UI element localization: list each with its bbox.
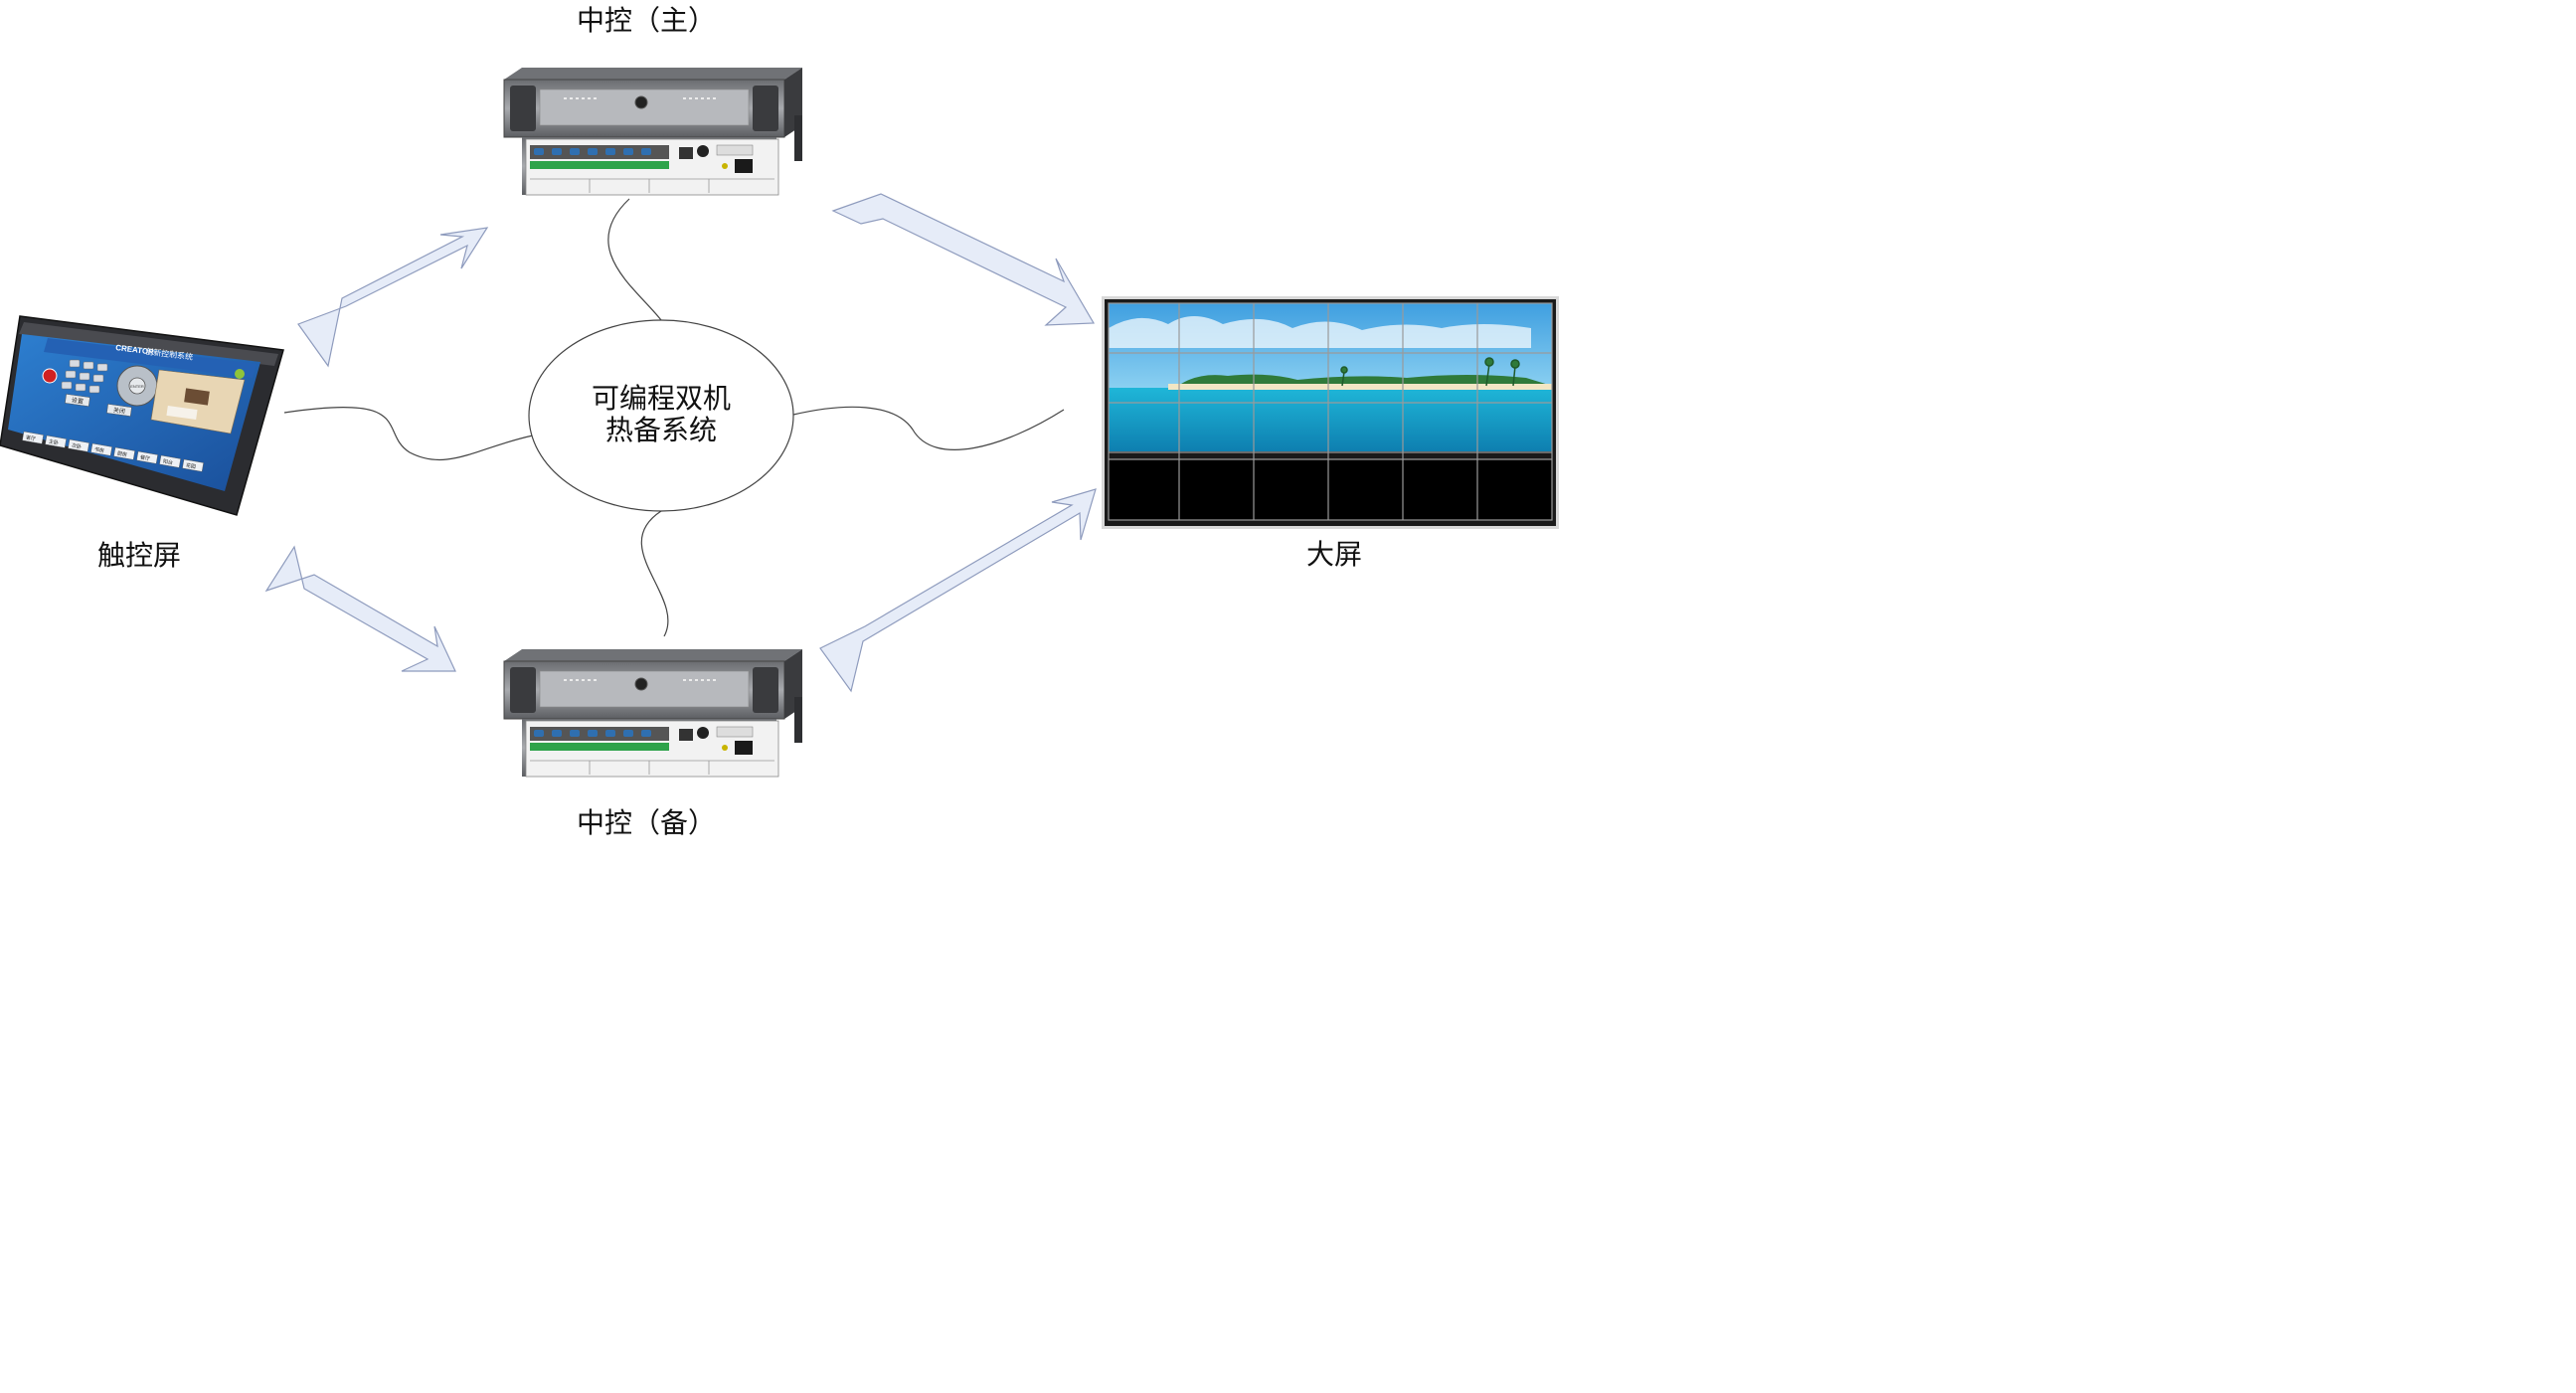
touch-panel-label: 触控屏: [97, 539, 181, 572]
wall-grid: [1108, 302, 1553, 521]
arrow-touch-to-backup: [264, 545, 456, 672]
link-backup-core: [640, 510, 669, 637]
arrow-backup-to-screen: [819, 488, 1097, 693]
close-button-label: 关闭: [112, 406, 125, 416]
hot-standby-diagram: 可编程双机 热备系统 中控（主） 中控（备） CREATOR 创新控制系统 EN…: [0, 4, 1559, 839]
settings-button: [65, 394, 90, 407]
master-controller-label: 中控（主）: [577, 4, 716, 37]
keypad: [61, 359, 108, 394]
room-tab-7: 花园: [185, 461, 196, 470]
room-tab-1: 主卧: [48, 437, 59, 446]
backup-controller: [503, 648, 803, 778]
core-ellipse: [528, 319, 794, 512]
palm-trees: [1340, 357, 1520, 387]
check-icon: [235, 369, 245, 379]
video-wall: [1102, 296, 1559, 529]
core-label-line1: 可编程双机: [592, 382, 731, 415]
arrow-master-to-screen: [831, 193, 1096, 326]
dpad-enter-button: [128, 377, 146, 395]
backup-controller-label: 中控（备）: [577, 806, 716, 839]
room-tab-3: 书房: [93, 445, 104, 454]
room-tab-2: 次卧: [71, 441, 82, 450]
touch-panel: CREATOR 创新控制系统 ENTER 设置 关闭 客厅 主卧 次卧 书房 厨…: [0, 315, 284, 516]
close-button: [106, 404, 132, 417]
room-tab-4: 厨房: [116, 449, 127, 458]
dpad-enter-label: ENTER: [130, 384, 144, 389]
link-master-core: [607, 198, 662, 321]
room-tab-5: 餐厅: [139, 453, 150, 462]
connection-lines: [283, 198, 1065, 637]
room-tabs: 客厅 主卧 次卧 书房 厨房 餐厅 阳台 花园: [22, 431, 204, 472]
core-label-line2: 热备系统: [605, 414, 717, 446]
settings-button-label: 设置: [71, 396, 84, 406]
master-controller: [503, 67, 803, 196]
link-core-screen: [792, 406, 1065, 450]
power-icon: [42, 368, 58, 384]
arrow-touch-to-master: [297, 227, 489, 368]
room-tab-6: 阳台: [162, 457, 173, 466]
link-touch-core: [283, 406, 534, 461]
flow-arrows: [264, 193, 1097, 693]
room-tab-0: 客厅: [25, 434, 36, 442]
video-wall-label: 大屏: [1306, 538, 1362, 571]
